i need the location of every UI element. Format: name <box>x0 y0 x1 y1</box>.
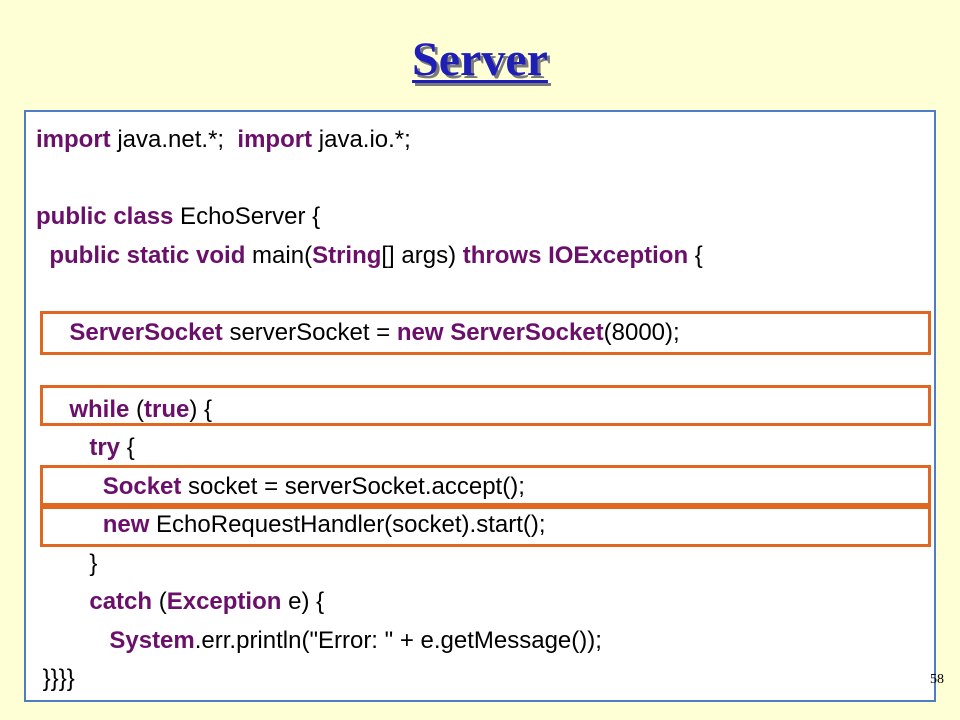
highlight-handler <box>40 506 931 547</box>
code-line-main-decl: public static void main(String[] args) t… <box>36 238 703 274</box>
code-text: serverSocket = <box>222 318 397 346</box>
code-text <box>36 434 89 461</box>
code-line-catch: catch (Exception e) { <box>36 584 324 620</box>
code-line-println: System.err.println("Error: " + e.getMess… <box>36 623 602 659</box>
code-line-server-socket: ServerSocket serverSocket = new ServerSo… <box>36 315 680 351</box>
code-line-closing-braces: }}}} <box>36 661 75 697</box>
code-keyword: ServerSocket <box>69 318 223 346</box>
code-text <box>36 396 69 423</box>
code-keyword: public class <box>36 203 174 230</box>
code-keyword: new <box>102 511 150 538</box>
code-line-while-loop: while (true) { <box>36 392 212 428</box>
code-text <box>36 588 89 615</box>
code-keyword: while <box>69 395 130 423</box>
code-keyword: Socket <box>102 472 182 500</box>
highlight-accept <box>40 465 931 506</box>
code-keyword: true <box>144 395 190 423</box>
code-keyword: catch <box>89 588 153 615</box>
code-text: EchoServer { <box>173 203 321 230</box>
code-text: { <box>120 434 135 461</box>
code-keyword: String <box>312 241 382 269</box>
code-keyword: new ServerSocket <box>396 318 604 346</box>
code-text: java.io.*; <box>312 126 411 153</box>
code-text <box>36 627 109 654</box>
code-text: } <box>36 549 98 577</box>
slide-title: Server <box>412 33 548 86</box>
code-keyword: import <box>237 126 313 153</box>
code-text <box>36 511 103 538</box>
code-text: (8000); <box>603 318 680 346</box>
page-number: 58 <box>930 672 944 687</box>
code-text: EchoRequestHandler(socket).start(); <box>149 511 546 538</box>
code-text: java.net.*; <box>110 126 238 153</box>
code-text: { <box>688 241 703 269</box>
code-keyword: import <box>36 126 111 153</box>
code-text <box>36 473 103 500</box>
code-text: .err.println("Error: " + e.getMessage())… <box>194 626 602 654</box>
code-line-try-close: } <box>36 546 97 582</box>
code-text: socket = serverSocket.accept(); <box>181 472 525 500</box>
code-text: [] args) <box>381 241 463 269</box>
code-text <box>36 319 69 346</box>
code-line-handler: new EchoRequestHandler(socket).start(); <box>36 507 546 543</box>
code-text: ) { <box>189 395 213 423</box>
code-keyword: System <box>109 626 195 654</box>
code-text: main( <box>245 241 313 269</box>
code-line-class-decl: public class EchoServer { <box>36 199 320 235</box>
code-line-imports: import java.net.*; import java.io.*; <box>36 122 411 158</box>
code-line-accept: Socket socket = serverSocket.accept(); <box>36 469 525 505</box>
code-listing: import java.net.*; import java.io.*; publ… <box>24 110 936 702</box>
code-text: e) { <box>281 588 325 615</box>
highlight-while-loop <box>40 385 931 426</box>
code-text <box>36 242 49 269</box>
code-text: }}}} <box>36 665 75 692</box>
code-text: ( <box>152 588 167 615</box>
code-line-try: try { <box>36 430 135 466</box>
code-keyword: throws IOException <box>462 241 689 269</box>
highlight-server-socket <box>40 311 931 355</box>
code-keyword: try <box>89 434 121 461</box>
code-keyword: public static void <box>49 241 246 269</box>
code-keyword: Exception <box>166 588 282 615</box>
code-text: ( <box>129 395 145 423</box>
